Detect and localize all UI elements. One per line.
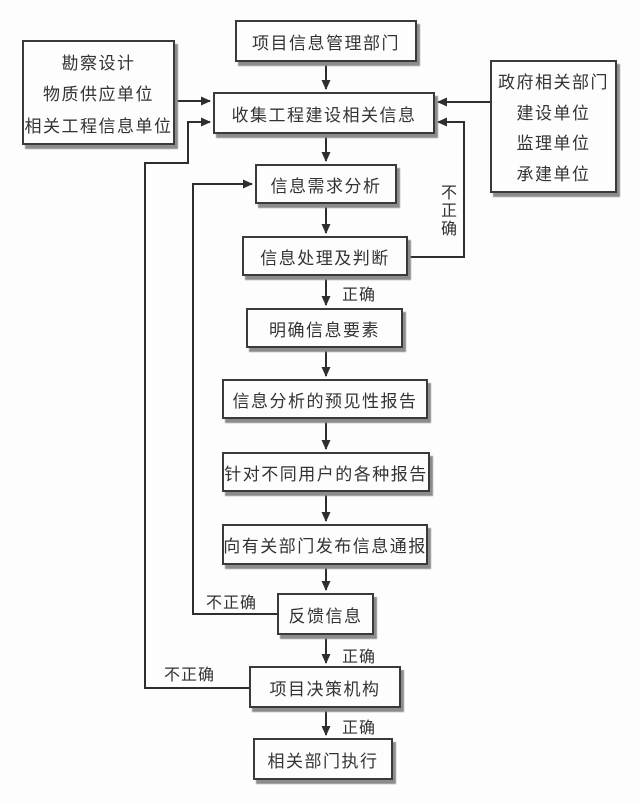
node-process-judge: 信息处理及判断	[242, 236, 408, 276]
edge-label-incorrect: 不正确	[164, 667, 216, 684]
node-left-sources: 勘察设计 物质供应单位 相关工程信息单位	[22, 40, 175, 145]
right-source-line: 监理单位	[516, 134, 591, 154]
node-feedback-info-label: 反馈信息	[288, 606, 363, 626]
node-demand-analysis-label: 信息需求分析	[270, 176, 382, 196]
node-feedback-info: 反馈信息	[277, 593, 374, 635]
left-source-line: 勘察设计	[61, 53, 136, 73]
right-source-line: 政府相关部门	[498, 72, 609, 92]
node-project-info-dept-label: 项目信息管理部门	[252, 33, 400, 53]
node-clarify-elements: 明确信息要素	[246, 308, 403, 348]
node-clarify-elements-label: 明确信息要素	[269, 320, 380, 340]
node-forecast-report-label: 信息分析的预见性报告	[232, 391, 418, 411]
edge-label-correct: 正确	[342, 720, 377, 737]
node-execute-departments: 相关部门执行	[253, 738, 393, 780]
node-user-reports-label: 针对不同用户的各种报告	[224, 464, 428, 484]
edge-label-correct: 正确	[342, 287, 377, 304]
node-project-info-dept: 项目信息管理部门	[235, 20, 417, 62]
node-collect-info-label: 收集工程建设相关信息	[231, 105, 417, 125]
node-decision-body-label: 项目决策机构	[269, 679, 381, 699]
node-demand-analysis: 信息需求分析	[255, 164, 397, 204]
node-right-sources: 政府相关部门 建设单位 监理单位 承建单位	[490, 60, 617, 193]
node-execute-departments-label: 相关部门执行	[267, 751, 379, 771]
edge-process-incorrect-loop	[408, 117, 465, 258]
node-user-reports: 针对不同用户的各种报告	[222, 452, 430, 492]
edge-feedback-incorrect-loop	[192, 179, 277, 615]
edge-label-correct: 正确	[342, 649, 377, 666]
edge-decision-incorrect-loop	[144, 117, 249, 689]
node-notify-departments: 向有关部门发布信息通报	[222, 524, 428, 565]
edge-label-incorrect: 不正确	[438, 184, 455, 238]
node-decision-body: 项目决策机构	[249, 666, 401, 708]
edge-label-incorrect: 不正确	[206, 595, 258, 612]
left-source-line: 相关工程信息单位	[24, 116, 173, 136]
node-process-judge-label: 信息处理及判断	[260, 248, 390, 268]
right-source-line: 建设单位	[516, 103, 591, 123]
node-notify-departments-label: 向有关部门发布信息通报	[223, 537, 427, 556]
node-collect-info: 收集工程建设相关信息	[213, 92, 435, 134]
left-source-line: 物质供应单位	[43, 85, 154, 104]
right-source-line: 承建单位	[516, 165, 591, 185]
node-forecast-report: 信息分析的预见性报告	[222, 379, 428, 419]
